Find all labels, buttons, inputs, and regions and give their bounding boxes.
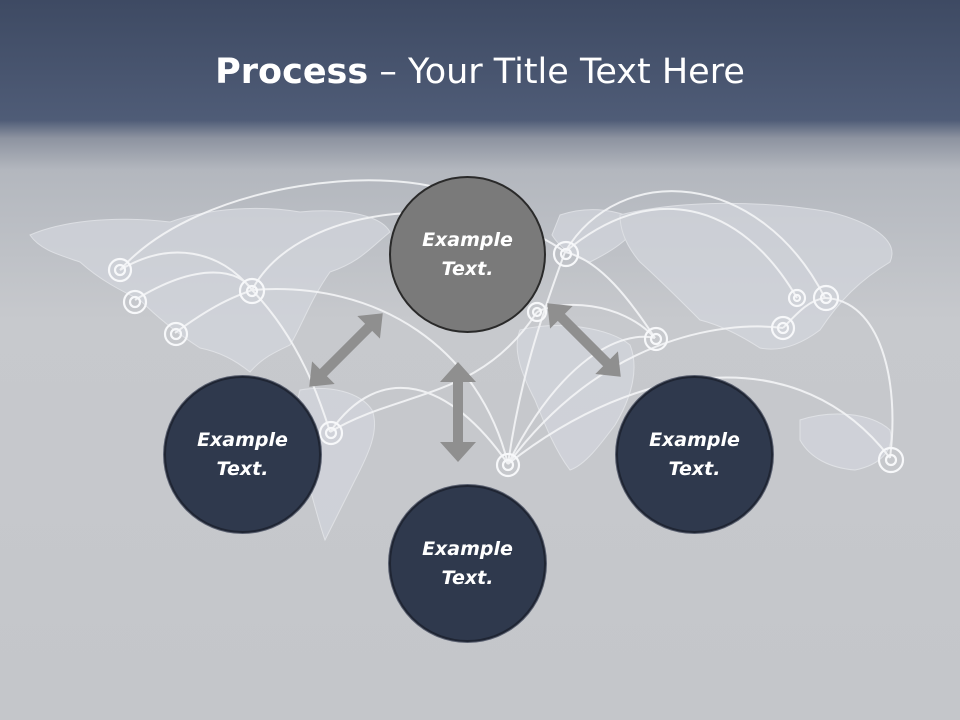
network-nodes — [107, 240, 905, 478]
node-marker — [787, 288, 807, 308]
node-bottom-line1: Example — [422, 537, 513, 560]
node-top-line2: Text. — [441, 257, 494, 280]
slide-title[interactable]: Process – Your Title Text Here — [0, 52, 960, 92]
title-bold: Process — [215, 52, 369, 92]
title-bar: Process – Your Title Text Here — [0, 0, 960, 150]
node-right-line2: Text. — [668, 457, 721, 480]
node-marker — [770, 315, 796, 341]
node-bottom-line2: Text. — [441, 566, 494, 589]
title-rest: – Your Title Text Here — [368, 52, 745, 92]
double-arrow-vertical — [440, 362, 476, 462]
node-marker — [643, 326, 669, 352]
node-marker — [238, 277, 266, 305]
node-left-line2: Text. — [216, 457, 269, 480]
double-arrow-left — [309, 313, 383, 387]
node-right-line1: Example — [649, 428, 740, 451]
node-top-line1: Example — [422, 228, 513, 251]
node-marker — [318, 420, 344, 446]
node-marker — [877, 446, 905, 474]
node-left-line1: Example — [197, 428, 288, 451]
asia-shape — [619, 202, 893, 350]
node-marker — [552, 240, 580, 268]
node-marker — [495, 452, 521, 478]
node-marker — [526, 301, 548, 323]
node-marker — [812, 284, 840, 312]
node-marker — [122, 289, 148, 315]
node-marker — [163, 321, 189, 347]
double-arrow-right — [547, 303, 621, 377]
node-marker — [107, 257, 133, 283]
